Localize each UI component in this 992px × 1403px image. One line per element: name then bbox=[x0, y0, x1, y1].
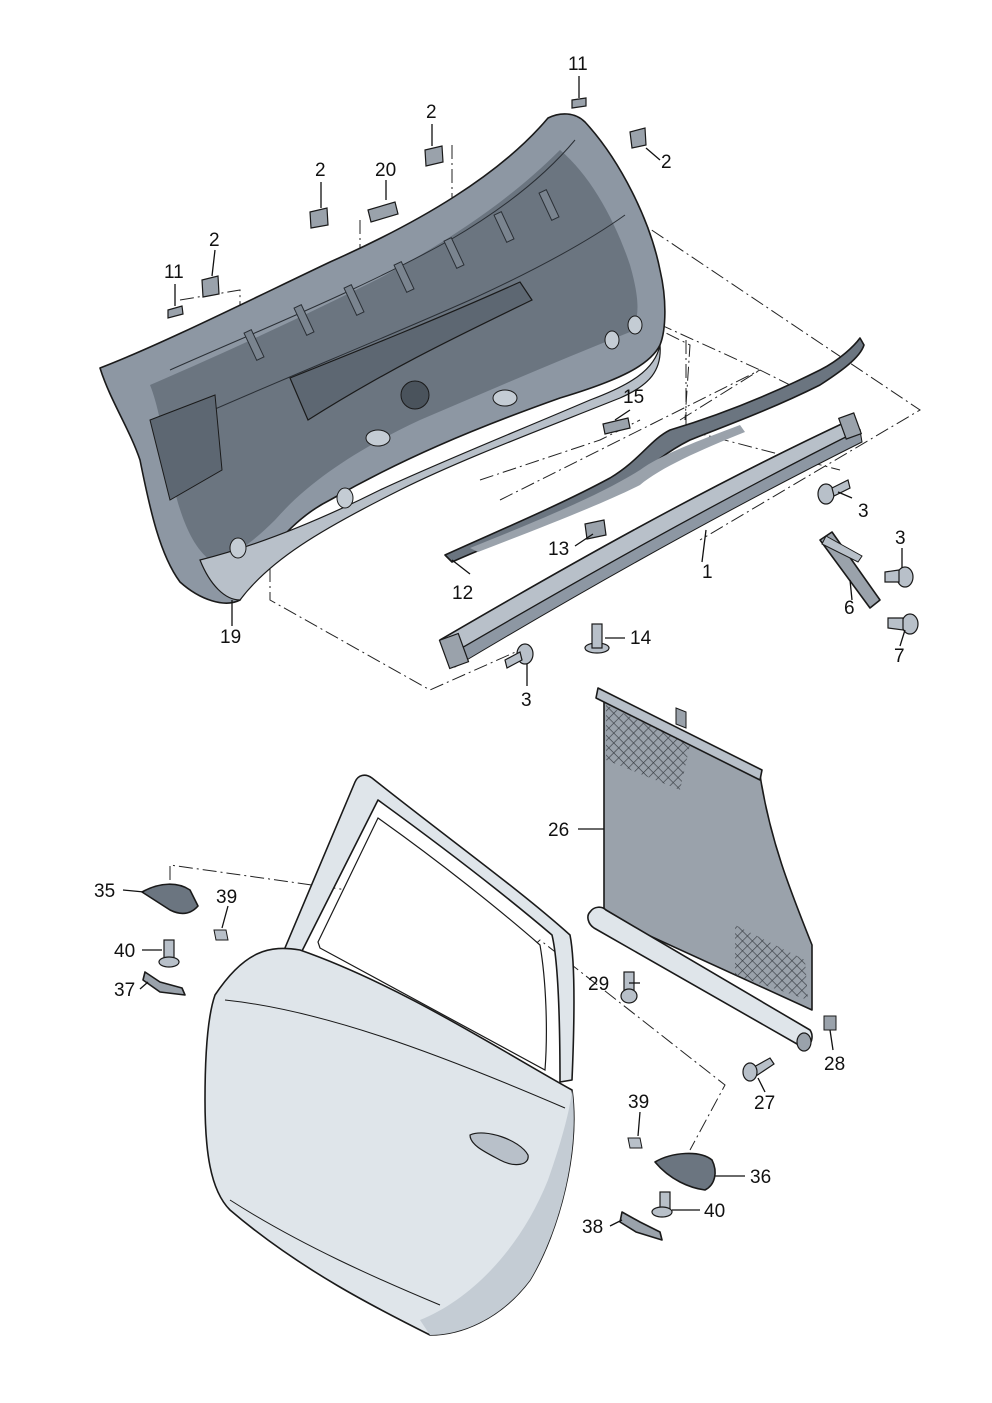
trim-panel-left-cavity bbox=[149, 394, 223, 501]
tailgate-trim-panel bbox=[99, 113, 666, 604]
callout-2-top: 2 bbox=[426, 102, 437, 123]
trim-panel-window-recess bbox=[289, 281, 533, 421]
trim-panel-top-rib bbox=[169, 139, 576, 371]
callout-15: 15 bbox=[623, 387, 644, 408]
roller-blind-mesh-top bbox=[606, 705, 690, 790]
callout-38: 38 bbox=[582, 1217, 603, 1238]
callout-6: 6 bbox=[844, 598, 855, 619]
callout-12: 12 bbox=[452, 583, 473, 604]
callout-39-right: 39 bbox=[628, 1092, 649, 1113]
callout-35: 35 bbox=[94, 881, 115, 902]
trim-cap-35 bbox=[141, 883, 199, 915]
door-lower-crease bbox=[229, 1199, 441, 1306]
roller-blind-tab bbox=[675, 707, 687, 729]
clip-39-b bbox=[627, 1137, 643, 1149]
clip-2-c bbox=[309, 207, 329, 229]
callout-2-left: 2 bbox=[209, 230, 220, 251]
callout-29: 29 bbox=[588, 974, 609, 995]
clip-15 bbox=[602, 417, 631, 435]
roller-blind-top-bar bbox=[595, 687, 763, 781]
roller-blind bbox=[587, 687, 837, 1082]
callout-3-right: 3 bbox=[895, 528, 906, 549]
callout-36: 36 bbox=[750, 1167, 771, 1188]
screw-29 bbox=[620, 971, 638, 1004]
screw-14 bbox=[584, 623, 610, 654]
screw-3-right bbox=[884, 566, 914, 588]
callout-27: 27 bbox=[754, 1093, 775, 1114]
bracket-clip-38 bbox=[619, 1211, 663, 1241]
clip-20 bbox=[367, 201, 399, 223]
screws-top bbox=[504, 479, 919, 669]
roller-blind-mesh-bottom bbox=[735, 925, 808, 1000]
callout-28: 28 bbox=[824, 1054, 845, 1075]
trim-strip-face bbox=[449, 429, 863, 668]
callout-labels: 11 2 2 2 20 2 11 15 13 12 1 3 3 6 7 14 3… bbox=[94, 54, 906, 1238]
trim-strip bbox=[438, 412, 863, 670]
callout-39-left: 39 bbox=[216, 887, 237, 908]
bracket-clip-37 bbox=[142, 971, 186, 996]
grab-strip bbox=[444, 337, 865, 563]
leader-lines bbox=[122, 76, 906, 1227]
door-handle bbox=[469, 1132, 529, 1166]
door-window-frame bbox=[281, 774, 575, 1083]
rear-door bbox=[204, 774, 575, 1336]
screw-40-a bbox=[158, 939, 180, 968]
clip-39-a bbox=[213, 929, 229, 941]
screw-3-lower bbox=[504, 643, 534, 669]
clip-2-b bbox=[629, 127, 647, 149]
clip-11-a bbox=[571, 97, 587, 109]
screw-7 bbox=[887, 613, 919, 635]
door-trim-caps bbox=[141, 883, 716, 1241]
callout-37: 37 bbox=[114, 980, 135, 1001]
callout-40-left: 40 bbox=[114, 941, 135, 962]
callout-3-lower: 3 bbox=[521, 690, 532, 711]
door-panel-shadow bbox=[420, 1090, 574, 1335]
clip-13 bbox=[584, 519, 607, 540]
callout-13: 13 bbox=[548, 539, 569, 560]
clips-fasteners-top bbox=[167, 97, 647, 540]
trim-panel-mid-rib bbox=[189, 214, 626, 421]
roller-blind-bracket-28 bbox=[823, 1015, 837, 1031]
latch-opening bbox=[400, 380, 430, 410]
callout-3-upper: 3 bbox=[858, 501, 869, 522]
callout-40-right: 40 bbox=[704, 1201, 725, 1222]
callout-1: 1 bbox=[702, 562, 713, 583]
clip-2-a bbox=[424, 145, 444, 167]
screw-40-b bbox=[651, 1191, 673, 1218]
callout-2-right: 2 bbox=[661, 152, 672, 173]
screw-27 bbox=[742, 1057, 775, 1082]
grab-strip-highlight bbox=[470, 425, 745, 552]
trim-panel-ribs bbox=[243, 189, 560, 361]
callout-26: 26 bbox=[548, 820, 569, 841]
callout-2-mid: 2 bbox=[315, 160, 326, 181]
clip-11-b bbox=[167, 305, 184, 319]
callout-7: 7 bbox=[894, 646, 905, 667]
door-beltline bbox=[224, 999, 566, 1109]
door-glass-opening bbox=[317, 817, 547, 1071]
callout-14: 14 bbox=[630, 628, 652, 649]
callout-11-top: 11 bbox=[568, 54, 588, 75]
trim-panel-bosses bbox=[229, 315, 643, 559]
screw-3-upper bbox=[817, 479, 851, 505]
trim-panel-lower-lip bbox=[199, 344, 661, 601]
bracket-6 bbox=[819, 531, 881, 609]
callout-20: 20 bbox=[375, 160, 396, 181]
callout-11-left: 11 bbox=[164, 262, 184, 283]
trim-cap-36 bbox=[654, 1152, 716, 1191]
callout-19: 19 bbox=[220, 627, 241, 648]
clip-2-d bbox=[201, 275, 220, 298]
